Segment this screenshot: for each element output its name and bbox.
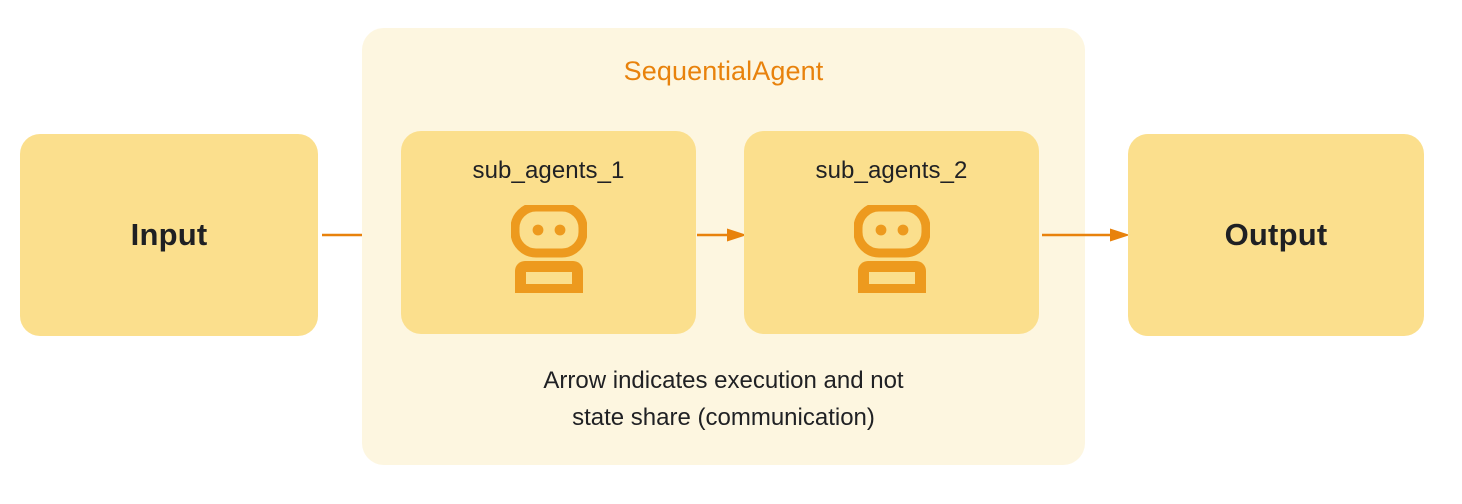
caption-line-2: state share (communication)	[572, 404, 875, 431]
robot-icon	[853, 205, 930, 295]
output-box: Output	[1128, 134, 1424, 336]
input-box: Input	[20, 134, 318, 336]
sub-agent-label-1: sub_agents_1	[472, 157, 625, 184]
output-label: Output	[1224, 217, 1328, 252]
robot-icon	[510, 205, 587, 295]
sub-agent-box-1[interactable]: sub_agents_1	[401, 131, 696, 334]
arrow-sub1-to-sub2	[697, 228, 747, 242]
diagram-caption: Arrow indicates execution and not state …	[362, 362, 1085, 436]
sequential-agent-title: SequentialAgent	[623, 56, 824, 86]
sub-agent-label-2: sub_agents_2	[815, 157, 968, 184]
sub-agent-box-2[interactable]: sub_agents_2	[744, 131, 1039, 334]
arrow-sub2-to-output	[1042, 228, 1130, 242]
input-label: Input	[130, 217, 208, 252]
caption-line-1: Arrow indicates execution and not	[543, 367, 904, 394]
